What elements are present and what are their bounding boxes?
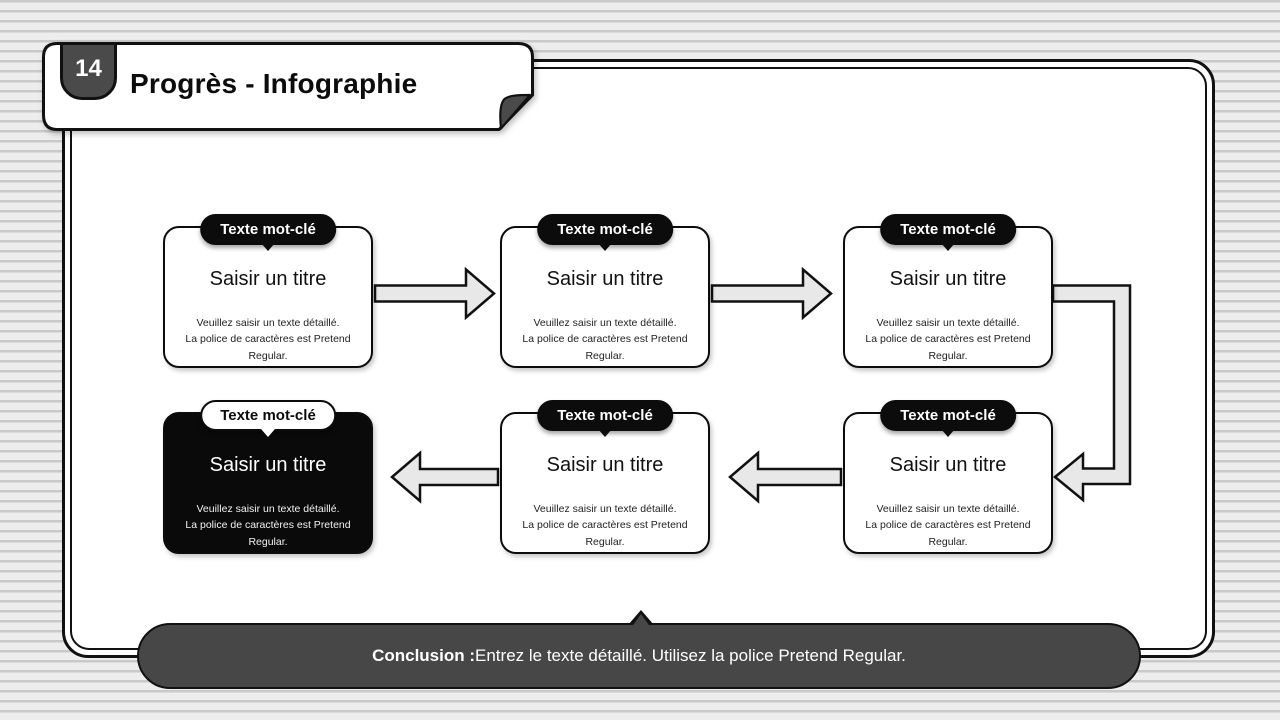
header-card-shape — [42, 42, 534, 131]
card-description-line2: La police de caractères est Pretend Regu… — [185, 519, 351, 548]
keyword-label: Texte mot-clé — [900, 407, 996, 424]
pill-pointer-icon — [261, 243, 275, 251]
keyword-pill: Texte mot-clé — [537, 214, 673, 245]
card-description-line1: Veuillez saisir un texte détaillé. — [876, 503, 1020, 515]
card-description-line1: Veuillez saisir un texte détaillé. — [533, 503, 677, 515]
conclusion-bar: Conclusion :Entrez le texte détaillé. Ut… — [137, 610, 1141, 689]
card-description-line2: La police de caractères est Pretend Regu… — [522, 519, 688, 548]
card-description: Veuillez saisir un texte détaillé. La po… — [165, 315, 371, 364]
card-description-line2: La police de caractères est Pretend Regu… — [522, 333, 688, 362]
card-description-line1: Veuillez saisir un texte détaillé. — [533, 317, 677, 329]
step-card-6: Texte mot-clé Saisir un titre Veuillez s… — [163, 400, 373, 554]
card-title: Saisir un titre — [546, 454, 664, 476]
pill-pointer-icon — [598, 429, 612, 437]
card-description-line2: La police de caractères est Pretend Regu… — [865, 519, 1031, 548]
keyword-label: Texte mot-clé — [220, 407, 316, 424]
slide-header-card: 14 Progrès - Infographie — [42, 42, 534, 131]
keyword-pill: Texte mot-clé — [880, 214, 1016, 245]
keyword-label: Texte mot-clé — [220, 221, 316, 238]
step-card-1: Texte mot-clé Saisir un titre Veuillez s… — [163, 214, 373, 368]
card-title: Saisir un titre — [889, 454, 1007, 476]
page-title: Progrès - Infographie — [130, 68, 418, 99]
step-card-5: Texte mot-clé Saisir un titre Veuillez s… — [500, 400, 710, 554]
keyword-pill: Texte mot-clé — [200, 214, 336, 245]
card-description-line1: Veuillez saisir un texte détaillé. — [196, 317, 340, 329]
keyword-pill: Texte mot-clé — [200, 400, 336, 431]
step-card-4: Texte mot-clé Saisir un titre Veuillez s… — [843, 400, 1053, 554]
keyword-pill: Texte mot-clé — [880, 400, 1016, 431]
folded-corner-icon — [499, 93, 532, 130]
step-card-3: Texte mot-clé Saisir un titre Veuillez s… — [843, 214, 1053, 368]
card-description: Veuillez saisir un texte détaillé. La po… — [502, 501, 708, 550]
conclusion-pointer-icon — [631, 614, 651, 628]
card-description: Veuillez saisir un texte détaillé. La po… — [845, 315, 1051, 364]
keyword-label: Texte mot-clé — [557, 407, 653, 424]
slide-number-badge: 14 — [60, 42, 117, 100]
pill-pointer-icon — [941, 243, 955, 251]
step-card-2: Texte mot-clé Saisir un titre Veuillez s… — [500, 214, 710, 368]
card-description-line1: Veuillez saisir un texte détaillé. — [196, 503, 340, 515]
card-description: Veuillez saisir un texte détaillé. La po… — [502, 315, 708, 364]
keyword-label: Texte mot-clé — [900, 221, 996, 238]
card-title: Saisir un titre — [209, 454, 327, 476]
card-description: Veuillez saisir un texte détaillé. La po… — [165, 501, 371, 550]
pill-pointer-icon — [598, 243, 612, 251]
keyword-pill: Texte mot-clé — [537, 400, 673, 431]
slide-number: 14 — [75, 55, 102, 82]
keyword-label: Texte mot-clé — [557, 221, 653, 238]
card-description-line2: La police de caractères est Pretend Regu… — [185, 333, 351, 362]
card-description-line1: Veuillez saisir un texte détaillé. — [876, 317, 1020, 329]
card-title: Saisir un titre — [889, 268, 1007, 290]
card-title: Saisir un titre — [546, 268, 664, 290]
card-description-line2: La police de caractères est Pretend Regu… — [865, 333, 1031, 362]
pill-pointer-icon — [261, 429, 275, 437]
pill-pointer-icon — [941, 429, 955, 437]
card-title: Saisir un titre — [209, 268, 327, 290]
card-description: Veuillez saisir un texte détaillé. La po… — [845, 501, 1051, 550]
conclusion-text: Entrez le texte détaillé. Utilisez la po… — [475, 646, 906, 665]
conclusion-label: Conclusion : — [372, 646, 476, 665]
